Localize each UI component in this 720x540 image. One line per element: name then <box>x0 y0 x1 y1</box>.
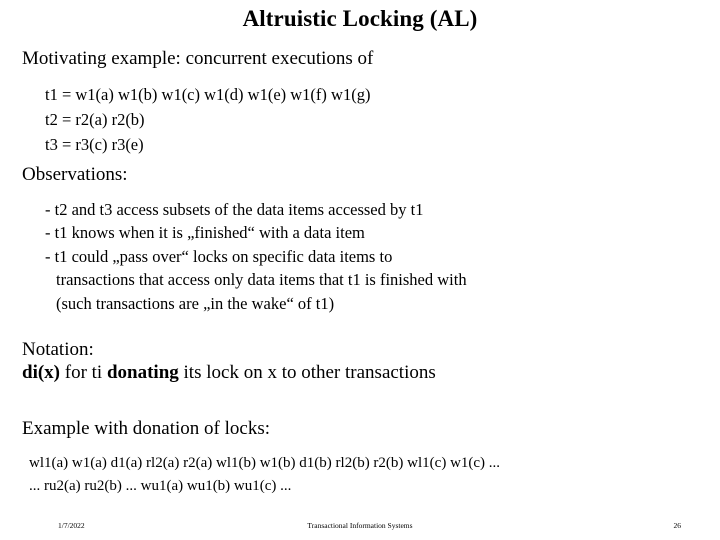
example-heading: Example with donation of locks: <box>22 418 271 439</box>
footer-book-title: Transactional Information Systems <box>307 521 413 530</box>
notation-text-before: for ti <box>60 362 107 383</box>
transaction-row-t1: t1 = w1(a) w1(b) w1(c) w1(d) w1(e) w1(f)… <box>45 85 371 104</box>
notation-emphasis: donating <box>106 362 179 383</box>
transaction-row-t2: t2 = r2(a) r2(b) <box>45 109 145 129</box>
notation-heading: Notation: <box>22 339 94 360</box>
transaction-row-t3: t3 = r3(c) r3(e) <box>45 134 144 154</box>
page-title: Altruistic Locking (AL) <box>242 6 478 31</box>
observation-item: - t2 and t3 access subsets of the data i… <box>45 200 424 219</box>
notation-symbol: di(x) <box>22 362 60 383</box>
observations-heading: Observations: <box>22 164 128 185</box>
observation-item-continuation: (such transactions are „in the wake“ of … <box>56 293 335 313</box>
schedule-listing: wl1(a) w1(a) d1(a) rl2(a) r2(a) wl1(b) w… <box>29 452 500 497</box>
schedule-line: wl1(a) w1(a) d1(a) rl2(a) r2(a) wl1(b) w… <box>29 455 501 471</box>
motivating-example-heading: Motivating example: concurrent execution… <box>22 48 374 69</box>
footer-date: 1/7/2022 <box>58 521 85 530</box>
observation-item: - t1 knows when it is „finished“ with a … <box>45 223 365 243</box>
slide-footer: 1/7/2022 Transactional Information Syste… <box>0 521 720 535</box>
footer-page-number: 26 <box>673 521 682 530</box>
notation-definition: di(x) for ti donating its lock on x to o… <box>22 362 436 384</box>
observation-item-continuation: transactions that access only data items… <box>56 270 467 290</box>
transaction-list: t1 = w1(a) w1(b) w1(c) w1(d) w1(e) w1(f)… <box>45 83 370 157</box>
notation-text-after: its lock on x to other transactions <box>178 362 436 383</box>
schedule-line: ... ru2(a) ru2(b) ... wu1(a) wu1(b) wu1(… <box>29 477 292 494</box>
observation-item: - t1 could „pass over“ locks on specific… <box>45 246 393 266</box>
observations-list: - t2 and t3 access subsets of the data i… <box>45 198 467 315</box>
